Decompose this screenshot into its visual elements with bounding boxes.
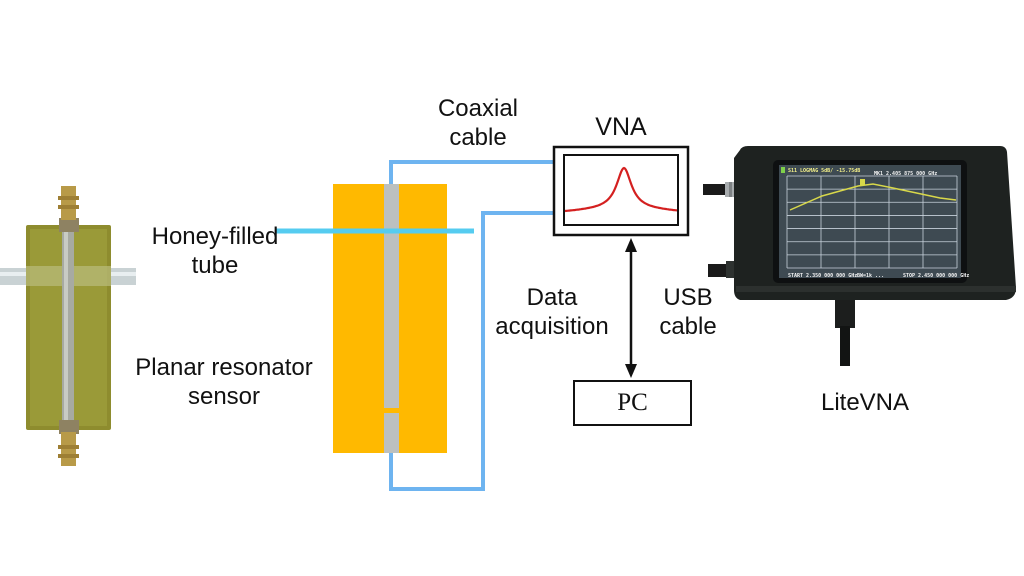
- vna-resonance-curve: [564, 166, 678, 213]
- vna-box: [552, 145, 690, 237]
- microstrip-upper: [384, 184, 399, 408]
- litevna-device: S11 LOGMAG 5dB/ -15.75dB MK1 2.405 875 0…: [703, 146, 1016, 366]
- screen-trace: [789, 183, 957, 211]
- usb-plug: [835, 298, 855, 328]
- sensor-photo: [0, 186, 136, 466]
- arrow-head-up: [625, 238, 637, 252]
- screen-footer-start: START 2.350 000 000 GHz: [788, 273, 857, 279]
- label-data-line2: acquisition: [495, 313, 609, 340]
- label-coaxial-line2: cable: [449, 124, 507, 151]
- label-planar-sensor: Planar resonator sensor: [112, 353, 336, 411]
- coax-cable-top: [389, 160, 553, 184]
- label-honey-line2: tube: [191, 252, 239, 279]
- label-honey-line1: Honey-filled: [151, 223, 279, 250]
- screen-marker: [860, 179, 865, 185]
- label-vna: VNA: [595, 113, 647, 141]
- label-planar-line1: Planar resonator: [135, 354, 313, 381]
- vna-inner-screen: [563, 154, 679, 226]
- sensor-schematic: [333, 184, 447, 453]
- usb-cable-wire: [840, 326, 850, 366]
- label-planar-line2: sensor: [187, 383, 261, 410]
- screen-header-left: S11 LOGMAG 5dB/ -15.75dB: [788, 168, 860, 174]
- screen-header-right: MK1 2.405 875 000 GHz: [874, 171, 937, 177]
- arrow-head-down: [625, 364, 637, 378]
- photo-sma-top: [61, 186, 76, 220]
- label-litevna: LiteVNA: [820, 389, 910, 416]
- coax-cable-bottom: [389, 211, 553, 491]
- label-honey-tube: Honey-filled tube: [140, 222, 290, 280]
- label-pc: PC: [617, 389, 648, 416]
- port2-cable: [708, 264, 726, 277]
- label-usb-cable: USB cable: [643, 283, 733, 341]
- pc-box: [573, 380, 692, 426]
- label-usb-line2: cable: [659, 313, 717, 340]
- device-screen: [779, 165, 961, 278]
- microstrip-lower: [384, 413, 399, 453]
- label-coaxial-line1: Coaxial: [437, 95, 519, 122]
- usb-double-arrow: [625, 238, 637, 378]
- battery-icon: [781, 167, 785, 173]
- screen-grid: [786, 175, 958, 269]
- label-usb-line1: USB: [663, 284, 713, 311]
- screen-footer-stop: STOP 2.450 000 000 GHz: [903, 273, 969, 279]
- label-data-acquisition: Data acquisition: [482, 283, 622, 341]
- port1-cable: [703, 184, 725, 195]
- label-data-line1: Data: [526, 284, 578, 311]
- screen-footer-mid: BW=1k ...: [857, 273, 884, 279]
- label-coaxial-cable: Coaxial cable: [418, 94, 538, 152]
